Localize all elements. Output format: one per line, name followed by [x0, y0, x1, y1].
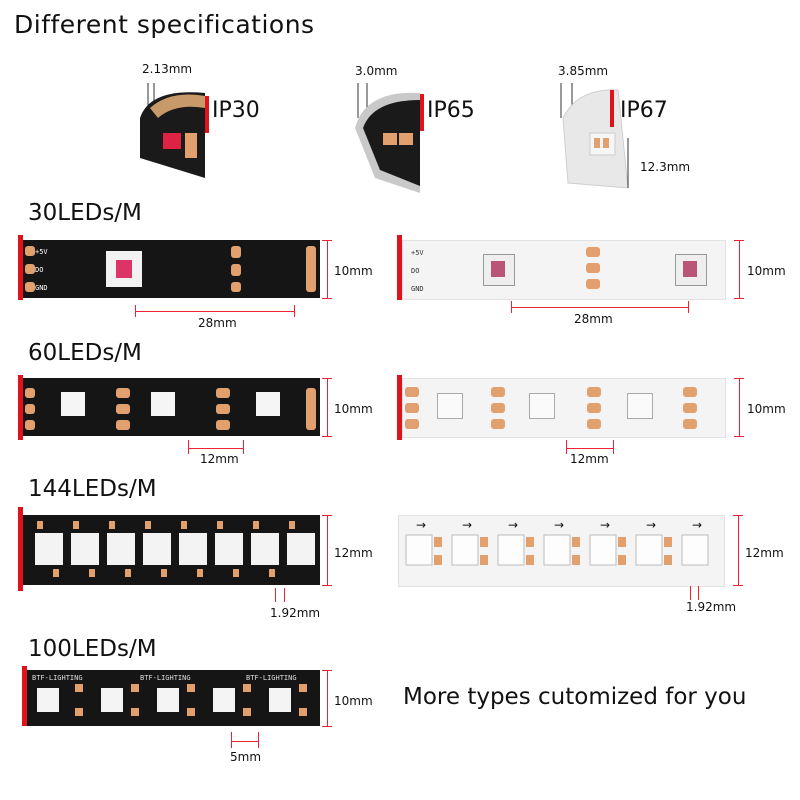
strip-30-white: +5V DO GND — [402, 240, 726, 300]
ip65-label: IP65 — [427, 98, 475, 123]
svg-text:→: → — [416, 518, 426, 532]
cut-marker — [397, 375, 402, 440]
label-gnd: GND — [411, 285, 424, 293]
width-30-white: 10mm — [747, 264, 786, 278]
spacing-60-white: 12mm — [570, 452, 609, 466]
width-144-black: 12mm — [334, 546, 373, 560]
spacing-144-white: 1.92mm — [686, 600, 737, 614]
cut-marker — [22, 666, 27, 726]
cut-marker — [18, 235, 23, 300]
spacing-144-black: 1.92mm — [270, 606, 321, 620]
spacing-60-black: 12mm — [200, 452, 239, 466]
strip-100-black-leds — [37, 684, 307, 716]
label-do: DO — [35, 266, 44, 274]
label-5v: +5V — [35, 248, 48, 256]
strip-60-black — [23, 378, 320, 436]
section-title-144: 144LEDs/M — [28, 476, 157, 502]
section-title-100: 100LEDs/M — [28, 636, 157, 662]
section-title-60: 60LEDs/M — [28, 340, 142, 366]
spacing-30-white: 28mm — [574, 312, 613, 326]
spacing-30-black: 28mm — [198, 316, 237, 330]
strip-60-white — [402, 378, 726, 438]
strip-144-black-leds — [35, 521, 315, 577]
spacing-100-black: 5mm — [230, 750, 262, 764]
ip30-sample: 2.13mm IP30 — [130, 60, 280, 200]
cut-marker — [18, 507, 23, 591]
ip65-width-label: 3.0mm — [355, 64, 398, 78]
svg-text:→: → — [554, 518, 564, 532]
label-do: DO — [411, 267, 420, 275]
width-144-white: 12mm — [745, 546, 784, 560]
ip67-sample: 3.85mm IP67 12.3mm — [558, 60, 728, 200]
ip30-label: IP30 — [212, 98, 260, 123]
width-30-black: 10mm — [334, 264, 373, 278]
ip67-width-label: 3.85mm — [558, 64, 609, 78]
ip67-strip-image — [560, 83, 629, 189]
brand-label: BTF-LIGHTING — [32, 674, 83, 682]
brand-label: BTF-LIGHTING — [246, 674, 297, 682]
ip65-strip-image — [355, 83, 424, 193]
width-100-black: 10mm — [334, 694, 373, 708]
ip67-label: IP67 — [620, 98, 668, 123]
ip67-height-label: 12.3mm — [640, 160, 691, 174]
svg-text:→: → — [646, 518, 656, 532]
section-title-30: 30LEDs/M — [28, 200, 142, 226]
cut-marker — [18, 375, 23, 440]
ip30-strip-image — [140, 83, 209, 178]
strip-30-black: +5V DO GND — [23, 240, 320, 298]
svg-text:→: → — [462, 518, 472, 532]
tagline: More types cutomized for you — [403, 684, 747, 710]
page-title: Different specifications — [14, 10, 315, 39]
svg-text:→: → — [600, 518, 610, 532]
width-60-black: 10mm — [334, 402, 373, 416]
brand-label: BTF-LIGHTING — [140, 674, 191, 682]
ip65-sample: 3.0mm IP65 — [355, 60, 515, 200]
svg-text:→: → — [692, 518, 702, 532]
svg-text:→: → — [508, 518, 518, 532]
label-gnd: GND — [35, 284, 48, 292]
width-60-white: 10mm — [747, 402, 786, 416]
strip-144-white-leds: → → → → → → → — [405, 518, 709, 566]
label-5v: +5V — [411, 249, 424, 257]
cut-marker — [397, 235, 402, 300]
ip30-width-label: 2.13mm — [142, 62, 193, 76]
